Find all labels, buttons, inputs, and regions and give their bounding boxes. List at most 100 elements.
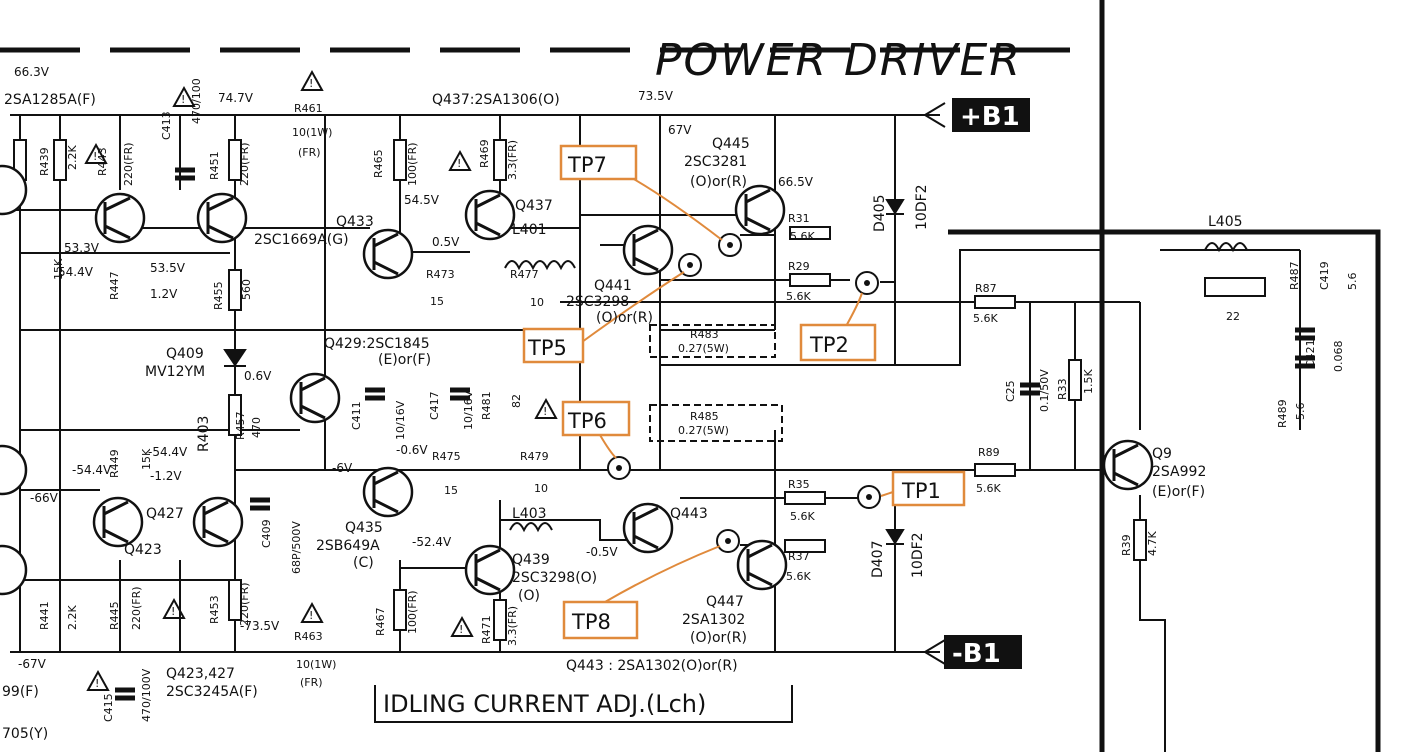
voltage-label: 0.6V xyxy=(244,369,272,383)
component-label: 0.1/50V xyxy=(1038,369,1051,412)
inductor-l401 xyxy=(504,260,576,271)
idling-note-text: IDLING CURRENT ADJ.(Lch) xyxy=(383,690,706,718)
part-label: (O)or(R) xyxy=(690,630,747,646)
component-label: 5.6K xyxy=(973,312,998,325)
component-label: 560 xyxy=(240,279,253,300)
component-label: R441 xyxy=(38,601,51,630)
component-label: 0.27(5W) xyxy=(678,424,729,437)
component-label: R461 xyxy=(294,102,323,115)
idling-note: IDLING CURRENT ADJ.(Lch) xyxy=(374,685,793,723)
component-label: 5.6K xyxy=(790,230,815,243)
component-label: 5.6K xyxy=(976,482,1001,495)
transistor-q427 xyxy=(192,496,244,548)
component-label: C419 xyxy=(1318,261,1331,290)
transistor-left-mid xyxy=(0,444,28,496)
part-label: 2SA992 xyxy=(1152,464,1206,480)
transistor-left-top xyxy=(0,164,28,216)
test-point-tp2: TP2 xyxy=(799,323,877,362)
test-point-tp7-label: TP7 xyxy=(567,153,607,177)
svg-text:!: ! xyxy=(171,605,175,618)
component-label: R449 xyxy=(108,449,121,478)
component-label: 15 xyxy=(444,484,458,497)
component-label: 1.5K xyxy=(1082,369,1095,394)
component-label: 15K xyxy=(52,258,65,280)
component-label: R463 xyxy=(294,630,323,643)
transistor-q9 xyxy=(1102,439,1154,491)
component-label: (FR) xyxy=(300,676,323,689)
component-label: R37 xyxy=(788,550,810,563)
part-label: Q409 xyxy=(166,346,204,362)
component-label: 15 xyxy=(430,295,444,308)
component-label: 5.6K xyxy=(786,570,811,583)
voltage-label: 74.7V xyxy=(218,91,254,105)
rail-positive-label: +B1 xyxy=(960,102,1020,132)
component-label: 10 xyxy=(530,296,544,309)
transistor-q441 xyxy=(622,224,674,276)
test-point-tp8-label: TP8 xyxy=(571,610,611,634)
component-label: C411 xyxy=(350,401,363,430)
part-label: (C) xyxy=(353,555,374,571)
warning-triangle-icon: ! xyxy=(86,669,110,691)
test-point-rings xyxy=(607,233,881,553)
transistor-q423 xyxy=(92,496,144,548)
voltage-label: -54.4V xyxy=(148,445,188,459)
component-label: 470/100 xyxy=(190,78,203,124)
component-label: 2.2K xyxy=(66,145,79,170)
component-label: R447 xyxy=(108,271,121,300)
component-label: R31 xyxy=(788,212,810,225)
component-label: R479 xyxy=(520,450,549,463)
warning-triangle-icon: ! xyxy=(448,149,472,171)
component-label: R469 xyxy=(478,139,491,168)
part-label: Q9 xyxy=(1152,446,1172,462)
part-label: Q429:2SC1845 xyxy=(324,336,430,352)
inductor-l405 xyxy=(1204,242,1266,297)
voltage-label: -0.5V xyxy=(586,545,618,559)
component-label: R89 xyxy=(978,446,1000,459)
test-point-tp5: TP5 xyxy=(522,327,585,364)
part-label: (O)or(R) xyxy=(596,310,653,326)
part-label: MV12YM xyxy=(145,364,205,380)
voltage-label: 53.3V xyxy=(64,241,100,255)
transistor-q433 xyxy=(362,228,414,280)
transistor-left-low xyxy=(0,544,28,596)
part-label: 2SC1669A(G) xyxy=(254,232,349,248)
component-label: 0.27(5W) xyxy=(678,342,729,355)
test-point-tp7: TP7 xyxy=(559,144,638,181)
component-label: C25 xyxy=(1004,380,1017,402)
part-label: D407 xyxy=(870,540,886,578)
component-label: R29 xyxy=(788,260,810,273)
frame xyxy=(0,0,1381,752)
component-label: 22 xyxy=(1226,310,1240,323)
voltage-label: -54.4V xyxy=(72,463,112,477)
part-label: Q435 xyxy=(345,520,383,536)
component-label: 2.2K xyxy=(66,605,79,630)
part-label: Q445 xyxy=(712,136,750,152)
voltage-label: 54.4V xyxy=(58,265,94,279)
part-label: 705(Y) xyxy=(2,726,48,742)
test-point-tp8: TP8 xyxy=(562,600,639,640)
svg-text:!: ! xyxy=(543,405,547,418)
voltage-label: -1.2V xyxy=(150,469,182,483)
warning-triangle-icon: ! xyxy=(162,597,186,619)
svg-text:!: ! xyxy=(93,150,97,163)
warning-triangle-icon: ! xyxy=(172,85,196,107)
voltage-label: 73.5V xyxy=(638,89,674,103)
voltage-label: 66.3V xyxy=(14,65,50,79)
component-label: 10/16V xyxy=(462,390,475,430)
component-label: C417 xyxy=(428,391,441,420)
component-label: R451 xyxy=(208,151,221,180)
part-label: 2SB649A xyxy=(316,538,380,554)
resistor-bodies xyxy=(13,139,1147,641)
rail-positive: +B1 xyxy=(924,98,1030,132)
component-label: R457 xyxy=(234,411,247,440)
rail-negative: -B1 xyxy=(924,635,1022,669)
component-label: R39 xyxy=(1120,534,1133,556)
component-label: 0.068 xyxy=(1332,341,1345,373)
warning-icons: ! ! ! ! ! ! ! ! ! xyxy=(84,69,558,691)
test-point-tp6-label: TP6 xyxy=(567,409,607,433)
part-label: (O)or(R) xyxy=(690,174,747,190)
voltage-label: 0.5V xyxy=(432,235,460,249)
component-label: 3.3(FR) xyxy=(506,140,519,180)
component-label: R33 xyxy=(1056,378,1069,400)
component-label: 10/16V xyxy=(394,400,407,440)
